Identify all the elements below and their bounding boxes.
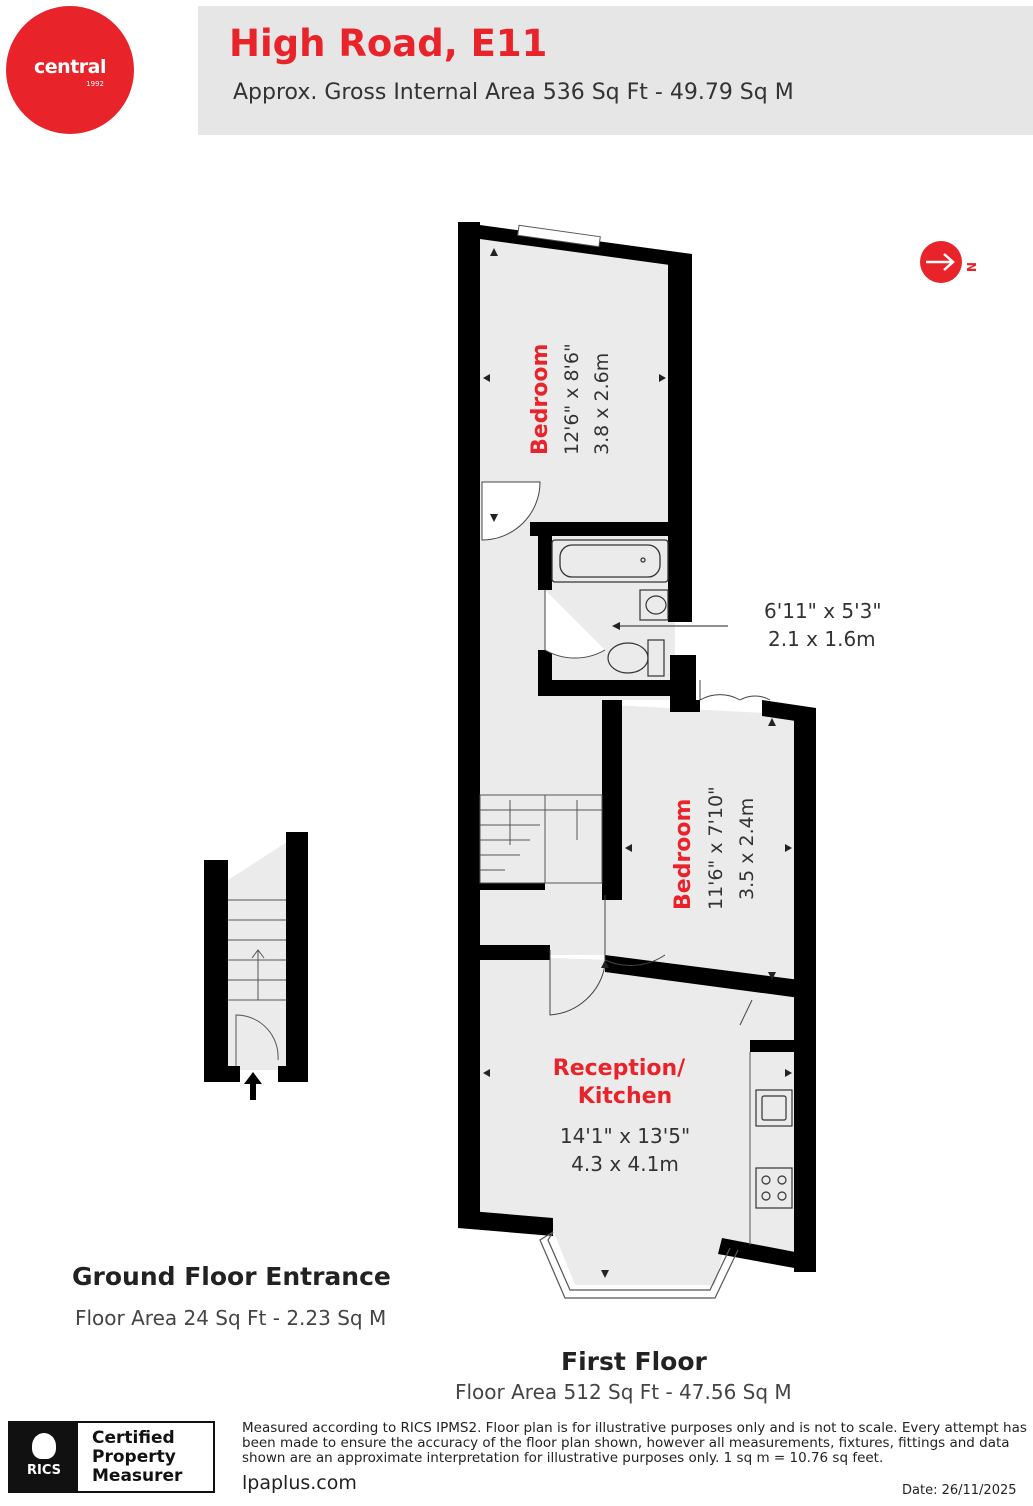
compass-icon: N xyxy=(920,241,978,283)
bathroom-metric: 2.1 x 1.6m xyxy=(768,627,876,651)
badge-line3: Measurer xyxy=(92,1466,183,1486)
badge-line2: Property xyxy=(92,1447,176,1467)
toilet-icon xyxy=(607,639,665,677)
rics-logo: RICS xyxy=(10,1423,78,1491)
dimension-arrows xyxy=(483,248,792,1278)
walls xyxy=(458,222,816,1272)
floor-plan: N xyxy=(204,222,978,1299)
kitchen-sink-icon xyxy=(755,1089,793,1127)
rics-text: RICS xyxy=(27,1463,61,1478)
reception-label-line1: Reception/ xyxy=(553,1056,686,1081)
hob-icon xyxy=(755,1167,793,1209)
logo-year: 1992 xyxy=(86,80,104,88)
badge-line1: Certified xyxy=(92,1428,175,1448)
central-logo: central 1992 xyxy=(6,6,134,134)
first-floor-title: First Floor xyxy=(561,1347,707,1376)
doors xyxy=(481,481,771,1026)
plan-date: Date: 26/11/2025 xyxy=(902,1483,1017,1498)
gross-area: Approx. Gross Internal Area 536 Sq Ft - … xyxy=(233,80,794,105)
disclaimer: Measured according to RICS IPMS2. Floor … xyxy=(242,1420,1027,1466)
bedroom2-metric: 3.5 x 2.4m xyxy=(736,798,758,900)
ground-floor-plan xyxy=(204,832,308,1100)
first-floor-fill xyxy=(470,232,805,1285)
bedroom1-metric: 3.8 x 2.6m xyxy=(591,353,613,455)
bedroom1-label: Bedroom xyxy=(528,344,553,455)
bathroom-imperial: 6'11" x 5'3" xyxy=(764,599,882,623)
ground-floor-area: Floor Area 24 Sq Ft - 2.23 Sq M xyxy=(75,1306,387,1330)
ground-floor-title: Ground Floor Entrance xyxy=(72,1262,391,1291)
lion-icon xyxy=(32,1433,56,1459)
website-link[interactable]: lpaplus.com xyxy=(242,1472,357,1494)
entrance-arrow-icon xyxy=(244,1072,262,1100)
sink-icon xyxy=(639,589,669,621)
badge-text: Certified Property Measurer xyxy=(92,1429,182,1486)
bay-window xyxy=(539,1231,739,1299)
stairs-first xyxy=(479,794,603,884)
bath-icon xyxy=(551,539,669,583)
bedroom2-imperial: 11'6" x 7'10" xyxy=(705,786,727,910)
rics-badge: RICS Certified Property Measurer xyxy=(8,1421,215,1493)
bedroom1-imperial: 12'6" x 8'6" xyxy=(561,343,583,455)
logo-text: central xyxy=(34,56,106,78)
reception-imperial: 14'1" x 13'5" xyxy=(560,1124,690,1148)
first-floor-area: Floor Area 512 Sq Ft - 47.56 Sq M xyxy=(455,1380,792,1404)
compass-label: N xyxy=(964,262,978,272)
header-band xyxy=(198,6,1033,135)
page-title: High Road, E11 xyxy=(229,22,548,65)
reception-metric: 4.3 x 4.1m xyxy=(571,1152,679,1176)
top-window xyxy=(517,224,601,248)
reception-label-line2: Kitchen xyxy=(578,1084,672,1109)
bedroom2-label: Bedroom xyxy=(671,799,696,910)
